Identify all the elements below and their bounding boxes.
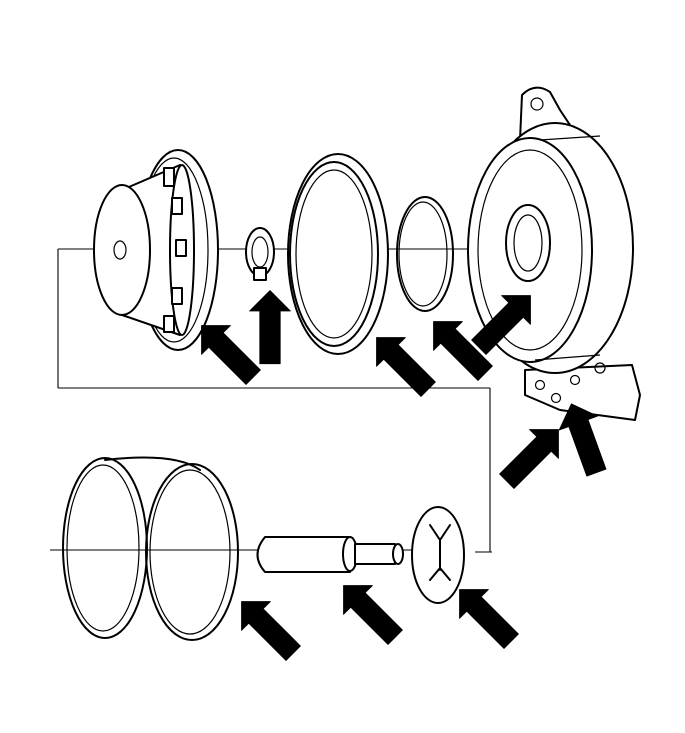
arrow-spring-washer [459, 589, 519, 649]
end-cap [93, 149, 219, 351]
arrow-piston-shaft [343, 585, 403, 645]
arrow-small-o-ring [433, 321, 493, 381]
spring-washer [411, 506, 465, 604]
retaining-clip [245, 227, 275, 281]
arrow-retaining-clip [249, 290, 291, 365]
arrow-housing-hole-left [499, 429, 559, 489]
piston-shaft [256, 536, 404, 573]
arrow-housing-bore [471, 295, 531, 355]
large-seal-ring [287, 153, 389, 355]
arrow-large-seal-ring [376, 337, 436, 397]
twin-rings [62, 456, 239, 641]
arrow-housing-hole-right [558, 403, 607, 477]
housing [467, 86, 641, 421]
arrow-twin-rings [241, 601, 301, 661]
callout-arrows [201, 290, 607, 661]
arrow-end-cap [201, 325, 261, 385]
small-o-ring [396, 196, 454, 312]
